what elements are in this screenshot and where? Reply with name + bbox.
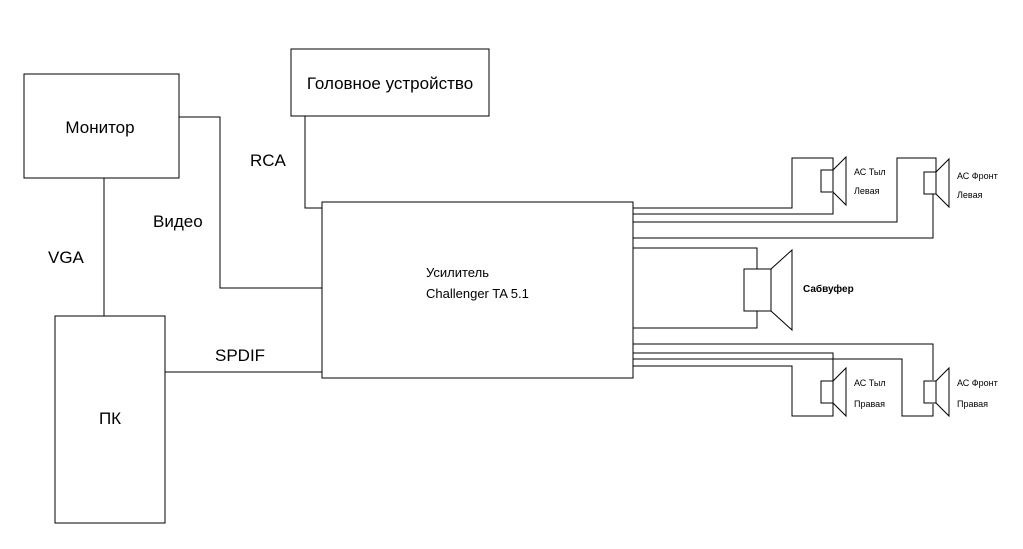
rear-right-label-line2: Правая [854, 399, 885, 409]
head-unit-box [290, 48, 490, 117]
front-right-wire-plus [633, 343, 934, 380]
monitor-label: Монитор [65, 118, 134, 137]
subwoofer-wire-minus [633, 310, 758, 329]
amplifier-label-line2: Challenger TA 5.1 [426, 286, 529, 301]
rear-left-label-line2: Левая [854, 186, 880, 196]
pc-box [54, 315, 166, 524]
rear-left-speaker-icon [820, 155, 847, 207]
rear-left-label-line1: АС Тыл [854, 167, 886, 177]
vga-label: VGA [48, 248, 85, 267]
subwoofer-label: Сабвуфер [803, 283, 854, 295]
video-wire [179, 116, 322, 289]
rear-left-wire-plus [633, 157, 834, 209]
front-left-label-line2: Левая [957, 190, 983, 200]
rear-right-wire-plus [633, 352, 834, 383]
front-right-label-line1: АС Фронт [957, 378, 998, 388]
subwoofer-speaker-icon [743, 248, 793, 332]
rear-right-label-line1: АС Тыл [854, 378, 886, 388]
amplifier-label-line1: Усилитель [426, 265, 489, 280]
subwoofer-wire-plus [633, 247, 758, 270]
rear-left-wire-minus [633, 193, 834, 215]
front-left-wire-minus [633, 193, 934, 239]
rear-right-speaker-icon [820, 366, 847, 418]
front-right-speaker-icon [923, 366, 950, 418]
head-unit-label: Головное устройство [307, 74, 473, 93]
rca-label: RCA [250, 151, 287, 170]
rear-right-wire-minus [633, 365, 834, 417]
front-right-label-line2: Правая [957, 399, 988, 409]
pc-label: ПК [99, 409, 121, 428]
amplifier-box [321, 201, 634, 379]
front-right-wire-minus [633, 358, 934, 417]
front-left-wire-plus [633, 157, 937, 223]
spdif-label: SPDIF [215, 346, 265, 365]
front-left-label-line1: АС Фронт [957, 171, 998, 181]
monitor-box [23, 73, 180, 179]
rca-wire [304, 116, 322, 209]
video-label: Видео [153, 212, 203, 231]
front-left-speaker-icon [923, 157, 950, 209]
